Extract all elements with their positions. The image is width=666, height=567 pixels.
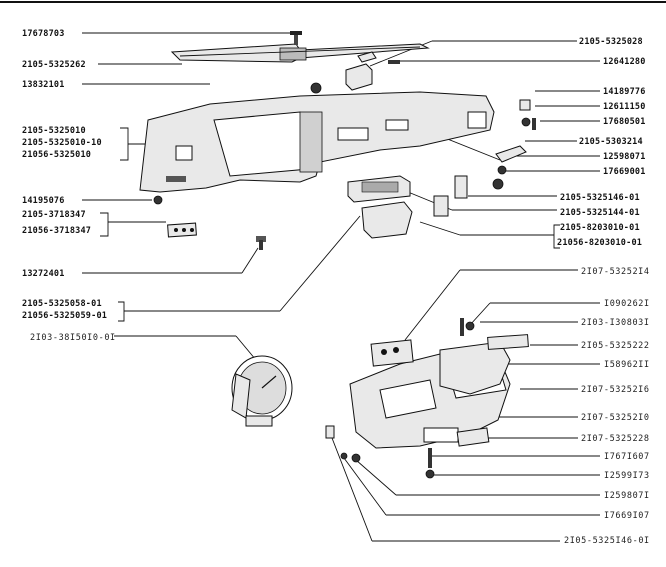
label-21056-3718347: 21056-3718347 xyxy=(22,226,91,236)
label-21056-8203010-01: 21056-8203010-01 xyxy=(557,238,642,248)
label-17680501: 17680501 xyxy=(603,117,646,127)
label-2I03-I30803I: 2I03-I30803I xyxy=(581,318,650,328)
label-2I03-38I50I0-0I: 2I03-38I50I0-0I xyxy=(30,333,116,343)
bracket-2105-5325028-part xyxy=(345,51,377,91)
label-2105-5303214: 2105-5303214 xyxy=(579,137,643,147)
clip-14189776 xyxy=(519,99,531,111)
label-2I07-5325228: 2I07-5325228 xyxy=(581,434,650,444)
label-2105-5325144-01: 2105-5325144-01 xyxy=(560,208,640,218)
label-13832101: 13832101 xyxy=(22,80,65,90)
label-2105-5325262: 2105-5325262 xyxy=(22,60,86,70)
right-small-parts xyxy=(492,99,536,190)
label-21056-5325010: 21056-5325010 xyxy=(22,150,91,160)
right-bottom-labels: 2I07-53252I4 I090262I 2I03-I30803I 2I05-… xyxy=(564,267,650,546)
label-I259807I: I259807I xyxy=(604,491,650,501)
glovebox-drawer-part xyxy=(361,201,413,239)
bracket-2105-5303214 xyxy=(495,145,527,163)
switch-plate-part xyxy=(167,222,197,238)
nut-12611150 xyxy=(521,117,531,127)
console-assembly-part xyxy=(325,318,529,479)
label-2105-8203010-01: 2105-8203010-01 xyxy=(560,223,640,233)
brackets xyxy=(100,127,560,322)
label-21056-5325059-01: 21056-5325059-01 xyxy=(22,311,107,321)
label-12598071: 12598071 xyxy=(603,152,646,162)
nut-13832101 xyxy=(310,82,322,94)
dashboard-panel-part xyxy=(139,91,495,193)
label-12641280: 12641280 xyxy=(603,57,646,67)
label-14195076: 14195076 xyxy=(22,196,65,206)
label-2105-5325010-10: 2105-5325010-10 xyxy=(22,138,102,148)
label-17669001: 17669001 xyxy=(603,167,646,177)
washer-12598071 xyxy=(497,165,507,175)
nut-17669001 xyxy=(492,178,504,190)
screw-13272401 xyxy=(256,236,266,250)
gauge-2I03-38I50I0-0I xyxy=(231,355,293,427)
label-12611150: 12611150 xyxy=(603,102,646,112)
label-I58962II: I58962II xyxy=(604,360,650,370)
label-I767I607: I767I607 xyxy=(604,452,650,462)
label-17678703: 17678703 xyxy=(22,29,65,39)
bracket-switch xyxy=(100,212,109,237)
label-2I07-53252I0: 2I07-53252I0 xyxy=(581,413,650,423)
bracket-glovebox xyxy=(118,301,125,322)
label-2I05-5325222: 2I05-5325222 xyxy=(581,341,650,351)
label-2105-5325028: 2105-5325028 xyxy=(579,37,643,47)
label-2I07-53252I4: 2I07-53252I4 xyxy=(581,267,650,277)
left-leaders xyxy=(82,32,361,361)
bracket-ashtray xyxy=(553,224,560,249)
nut-14195076 xyxy=(153,195,163,205)
screw-17678703 xyxy=(290,31,302,45)
switch-block-part xyxy=(433,175,468,217)
screw-17680501 xyxy=(532,118,536,130)
bracket-dashboard xyxy=(120,127,129,161)
label-I2599I73: I2599I73 xyxy=(604,471,650,481)
label-I7669I07: I7669I07 xyxy=(604,511,650,521)
label-2105-5325146-01: 2105-5325146-01 xyxy=(560,193,640,203)
ashtray-housing-part xyxy=(347,175,411,203)
label-2I05-5325I46-0I: 2I05-5325I46-0I xyxy=(564,536,650,546)
label-13272401: 13272401 xyxy=(22,269,65,279)
bolt-12641280 xyxy=(388,60,400,64)
label-2105-5325010: 2105-5325010 xyxy=(22,126,86,136)
defroster-grille-part xyxy=(170,43,430,63)
label-2105-3718347: 2105-3718347 xyxy=(22,210,86,220)
left-labels: 17678703 2105-5325262 13832101 2105-5325… xyxy=(22,29,116,343)
label-2I07-53252I6: 2I07-53252I6 xyxy=(581,385,650,395)
label-I090262I: I090262I xyxy=(604,299,650,309)
label-2105-5325058-01: 2105-5325058-01 xyxy=(22,299,102,309)
right-top-labels: 2105-5325028 12641280 14189776 12611150 … xyxy=(557,37,646,248)
label-14189776: 14189776 xyxy=(603,87,646,97)
